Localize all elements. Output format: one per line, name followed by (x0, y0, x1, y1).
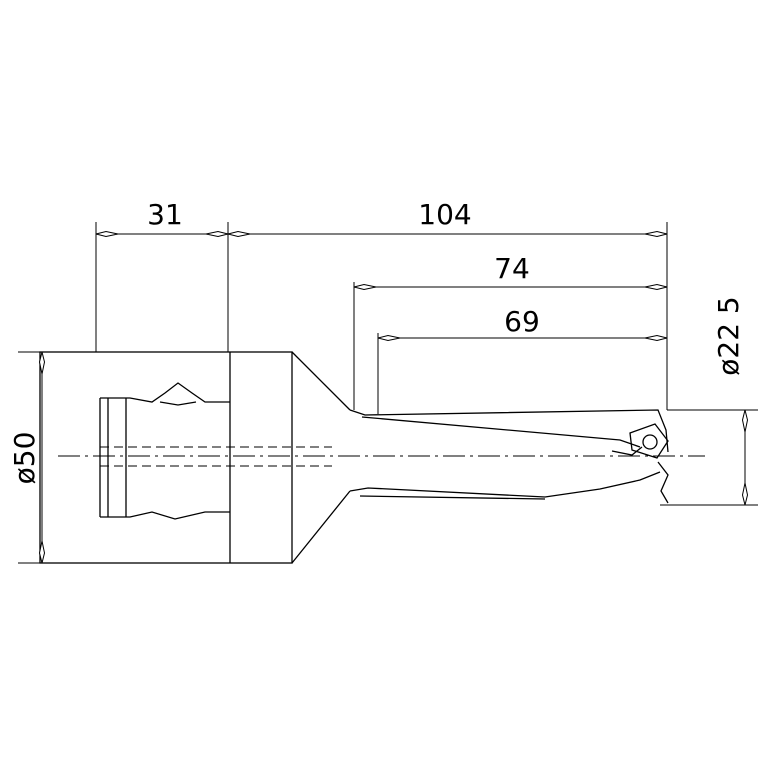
dimension-104 (227, 230, 668, 238)
dim-label-31: 31 (147, 198, 183, 231)
shank-groove-profile (99, 382, 230, 520)
taper-lines (291, 351, 351, 564)
extension-lines (18, 222, 758, 564)
dim-label-d50: ø50 (8, 432, 41, 485)
dimension-d50 (38, 351, 46, 564)
dimension-69 (377, 334, 668, 342)
dim-label-104: 104 (418, 198, 471, 231)
dimension-31 (95, 230, 229, 238)
cutting-insert (629, 423, 669, 459)
dimension-74 (353, 283, 668, 291)
dim-label-74: 74 (494, 252, 530, 285)
shank-outline (39, 351, 293, 564)
dim-label-69: 69 (504, 305, 540, 338)
drill-body (349, 409, 669, 504)
dimension-d22-5 (741, 409, 749, 506)
dim-label-d22-5: ø22 5 (712, 296, 745, 375)
